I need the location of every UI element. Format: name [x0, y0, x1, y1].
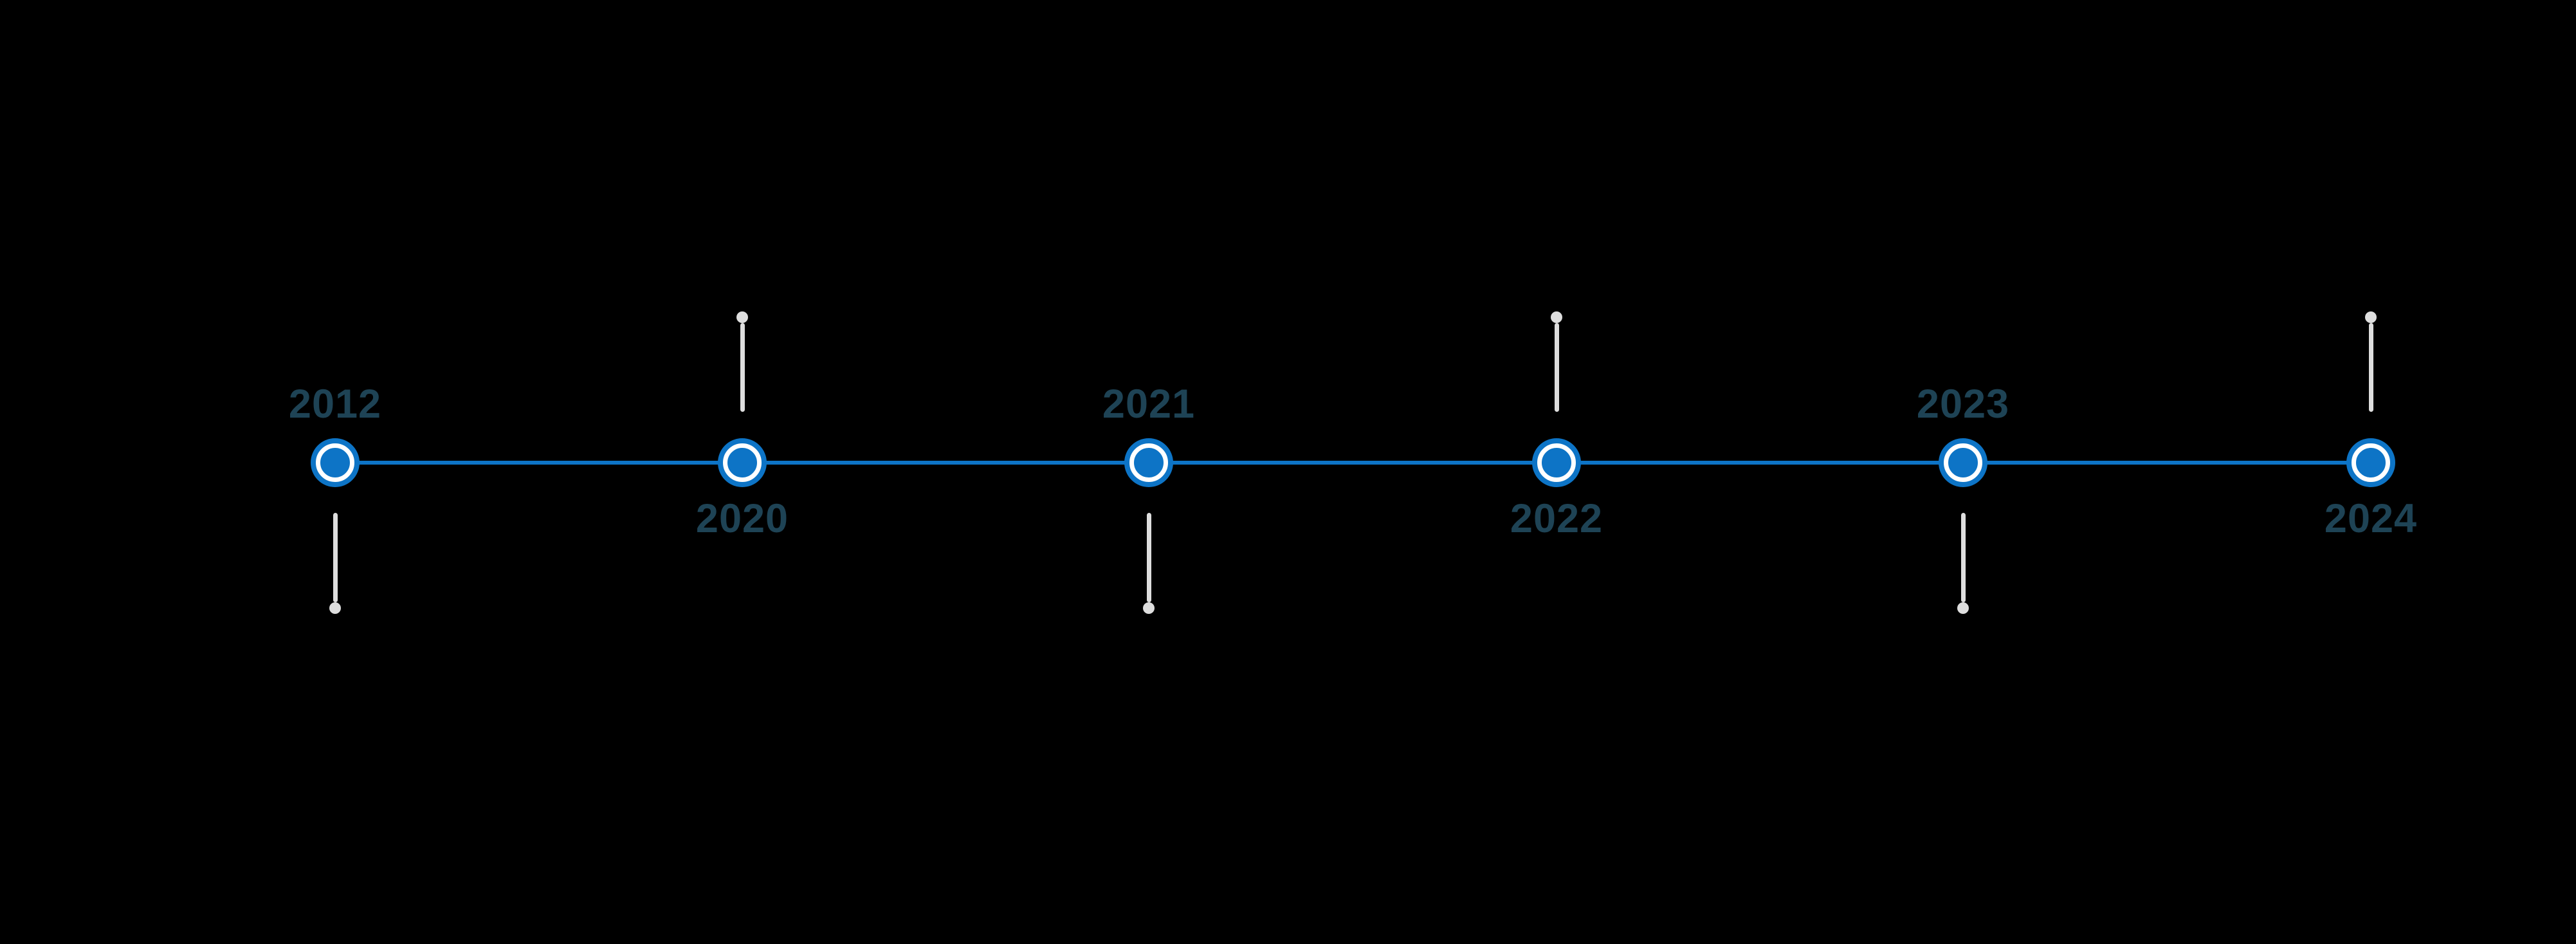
connector-dot [2365, 311, 2377, 323]
timeline-node [1129, 443, 1168, 482]
year-label: 2022 [1510, 496, 1603, 541]
connector-dot [329, 602, 341, 614]
connector-line [1961, 513, 1966, 602]
connector-dot [1143, 602, 1155, 614]
connector-line [2369, 323, 2373, 412]
year-label: 2020 [695, 496, 789, 541]
connector-line [333, 513, 338, 602]
year-label: 2021 [1102, 382, 1196, 427]
connector-dot [736, 311, 748, 323]
connector-line [1147, 513, 1151, 602]
connector-line [1555, 323, 1559, 412]
year-label: 2024 [2324, 496, 2418, 541]
timeline-node [1537, 443, 1576, 482]
year-label: 2012 [288, 382, 382, 427]
connector-dot [1957, 602, 1969, 614]
connector-line [740, 323, 745, 412]
year-label: 2023 [1916, 382, 2010, 427]
timeline-node [723, 443, 762, 482]
timeline-node [316, 443, 354, 482]
connector-dot [1551, 311, 1562, 323]
timeline-baseline [335, 461, 2371, 465]
timeline-node [2352, 443, 2390, 482]
timeline-node [1944, 443, 1982, 482]
